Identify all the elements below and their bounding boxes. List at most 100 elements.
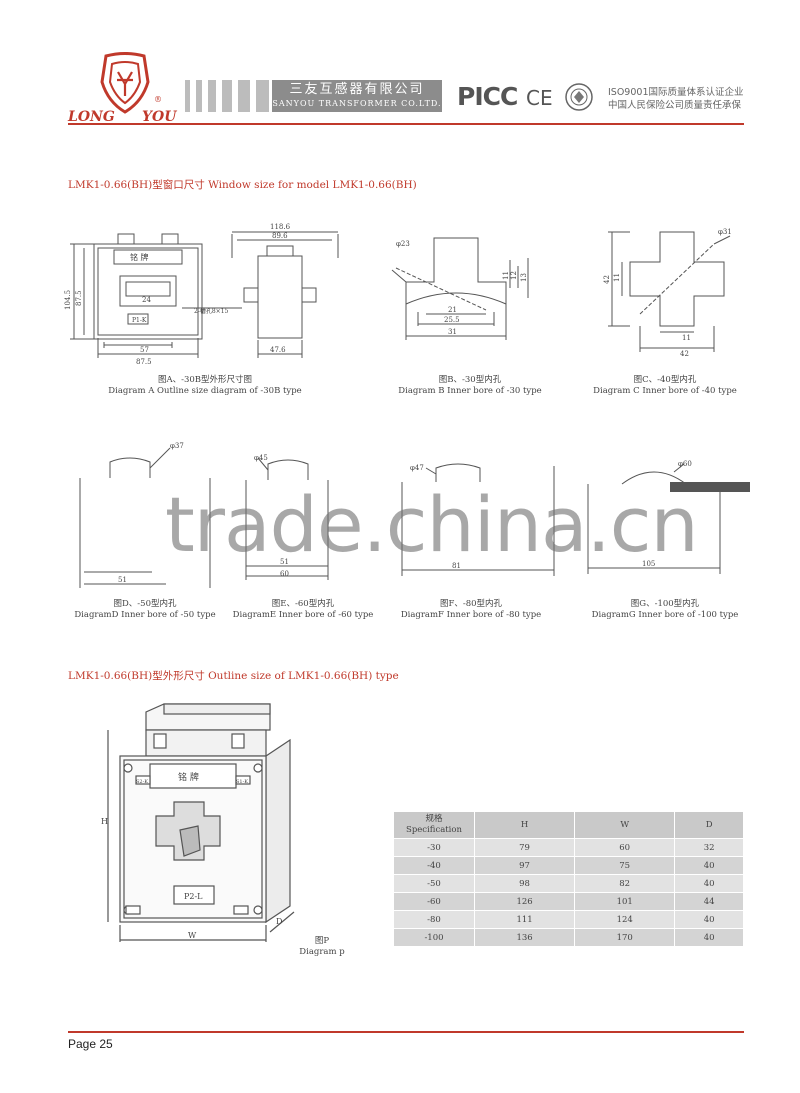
- col-spec-en: Specification: [406, 825, 462, 835]
- d-phi: φ37: [170, 442, 184, 450]
- diagram-f-caption: 图F、-80型内孔 DiagramF Inner bore of -80 typ…: [396, 599, 546, 621]
- col-h: H: [473, 811, 576, 839]
- diagram-e-drawing: φ45 51 60: [245, 454, 329, 580]
- a-dim-118-6: 118.6: [270, 223, 291, 231]
- b-dim-21: 21: [448, 306, 457, 314]
- diagram-a-drawing: 铭 牌 P1-K 24 57 87.5 104.5 87.5 118.6 89.…: [64, 223, 339, 366]
- c-dim-11-v: 11: [613, 273, 621, 282]
- cell-d: 40: [674, 928, 744, 947]
- iso-line-1: ISO9001国际质量体系认证企业: [608, 87, 744, 98]
- diagram-g-drawing: φ60 105: [587, 460, 750, 574]
- e-width: 60: [280, 570, 289, 578]
- seal-icon: [562, 82, 596, 116]
- cell-h: 111: [473, 910, 576, 929]
- p-s1k-label: S1-K: [236, 779, 248, 785]
- cell-d: 40: [674, 910, 744, 929]
- cell-h: 126: [473, 892, 576, 911]
- diagram-p-en: Diagram p: [299, 947, 345, 957]
- p-p2l-label: P2-L: [184, 892, 203, 901]
- diagram-p-cn: 图P: [314, 936, 330, 946]
- c-dim-42-v: 42: [603, 275, 611, 284]
- diagram-c-en: Diagram C Inner bore of -40 type: [593, 386, 737, 396]
- section1-title: LMK1-0.66(BH)型窗口尺寸 Window size for model…: [68, 179, 417, 191]
- cell-d: 40: [674, 874, 744, 893]
- diagram-b-caption: 图B、-30型内孔 Diagram B Inner bore of -30 ty…: [380, 375, 560, 397]
- diagram-c-cn: 图C、-40型内孔: [633, 375, 697, 385]
- cell-h: 97: [473, 856, 576, 875]
- c-dim-42-h: 42: [680, 350, 689, 358]
- iso-line-2: 中国人民保险公司质量责任承保: [608, 100, 742, 111]
- a-nameplate-label: 铭 牌: [130, 252, 149, 262]
- diagram-p-drawing: 铭 牌 S2-K S1-K P2-L H W D: [101, 703, 295, 942]
- e-width-51: 51: [280, 558, 289, 566]
- company-name-en: SANYOU TRANSFORMER CO.LTD.: [272, 99, 442, 108]
- b-dim-31: 31: [448, 328, 457, 336]
- brand-long: LONG: [68, 109, 115, 125]
- company-name-cn: 三友互感器有限公司: [289, 82, 425, 97]
- col-d: D: [674, 811, 744, 839]
- cell-w: 60: [574, 838, 676, 857]
- p-s2k-label: S2-K: [136, 779, 148, 785]
- cell-w: 170: [574, 928, 676, 947]
- section2-title: LMK1-0.66(BH)型外形尺寸 Outline size of LMK1-…: [68, 670, 399, 682]
- diagram-d-caption: 图D、-50型内孔 DiagramD Inner bore of -50 typ…: [70, 599, 220, 621]
- f-width: 81: [452, 562, 461, 570]
- a-dim-47-6: 47.6: [270, 346, 286, 354]
- a-dim-87-5-h: 87.5: [136, 358, 152, 366]
- cell-spec: -30: [393, 838, 475, 857]
- diagram-e-en: DiagramE Inner bore of -60 type: [232, 610, 374, 620]
- a-dim-24: 24: [142, 296, 151, 304]
- diagram-f-drawing: φ47 81: [401, 463, 555, 576]
- col-spec-cn: 规格: [425, 814, 443, 824]
- cell-spec: -60: [393, 892, 475, 911]
- cell-h: 136: [473, 928, 576, 947]
- diagram-a-en: Diagram A Outline size diagram of -30B t…: [108, 386, 302, 396]
- diagram-d-en: DiagramD Inner bore of -50 type: [74, 610, 216, 620]
- diagram-d-cn: 图D、-50型内孔: [113, 599, 177, 609]
- ce-mark: CE: [526, 86, 553, 110]
- page-number: Page 25: [68, 1037, 113, 1051]
- diagram-f-en: DiagramF Inner bore of -80 type: [400, 610, 542, 620]
- footer-rule: [68, 1031, 744, 1033]
- a-dim-57: 57: [140, 346, 149, 354]
- diagram-b-cn: 图B、-30型内孔: [438, 375, 502, 385]
- diagram-c-drawing: φ31 42 11 11 42: [603, 228, 732, 358]
- diagram-b-en: Diagram B Inner bore of -30 type: [398, 386, 542, 396]
- b-dim-13: 13: [520, 273, 528, 282]
- c-dim-11-h: 11: [682, 334, 691, 342]
- watermark: trade.china.cn: [165, 480, 699, 569]
- cell-h: 79: [473, 838, 576, 857]
- shield-logo-icon: ®: [100, 52, 162, 114]
- diagram-g-en: DiagramG Inner bore of -100 type: [591, 610, 739, 620]
- e-phi: φ45: [254, 454, 268, 462]
- diagram-d-drawing: φ37 51: [79, 442, 211, 588]
- header-rule: [68, 123, 744, 125]
- col-spec: 规格 Specification: [393, 811, 475, 839]
- brand-you: YOU: [142, 109, 177, 125]
- a-dim-89-6: 89.6: [272, 232, 288, 240]
- cell-spec: -80: [393, 910, 475, 929]
- a-p1k-label: P1-K: [132, 317, 147, 324]
- iso-certification: ISO9001国际质量体系认证企业 中国人民保险公司质量责任承保: [608, 86, 744, 112]
- diagram-g-cn: 图G、-100型内孔: [630, 599, 700, 609]
- cell-w: 82: [574, 874, 676, 893]
- p-h-label: H: [101, 817, 108, 826]
- b-dim-12: 12: [510, 271, 518, 280]
- g-phi: φ60: [678, 460, 692, 468]
- a-dim-87-5-v: 87.5: [75, 290, 83, 306]
- cell-spec: -100: [393, 928, 475, 947]
- logo: ® LONG YOU: [68, 52, 178, 128]
- g-width: 105: [642, 560, 655, 568]
- d-width: 51: [118, 576, 127, 584]
- cell-d: 40: [674, 856, 744, 875]
- diagram-c-caption: 图C、-40型内孔 Diagram C Inner bore of -40 ty…: [585, 375, 745, 397]
- p-w-label: W: [188, 931, 197, 940]
- a-dim-104-5: 104.5: [64, 290, 72, 310]
- diagram-b-drawing: φ23 21 25.5 31 11 12 13: [391, 237, 529, 340]
- f-phi: φ47: [410, 464, 424, 472]
